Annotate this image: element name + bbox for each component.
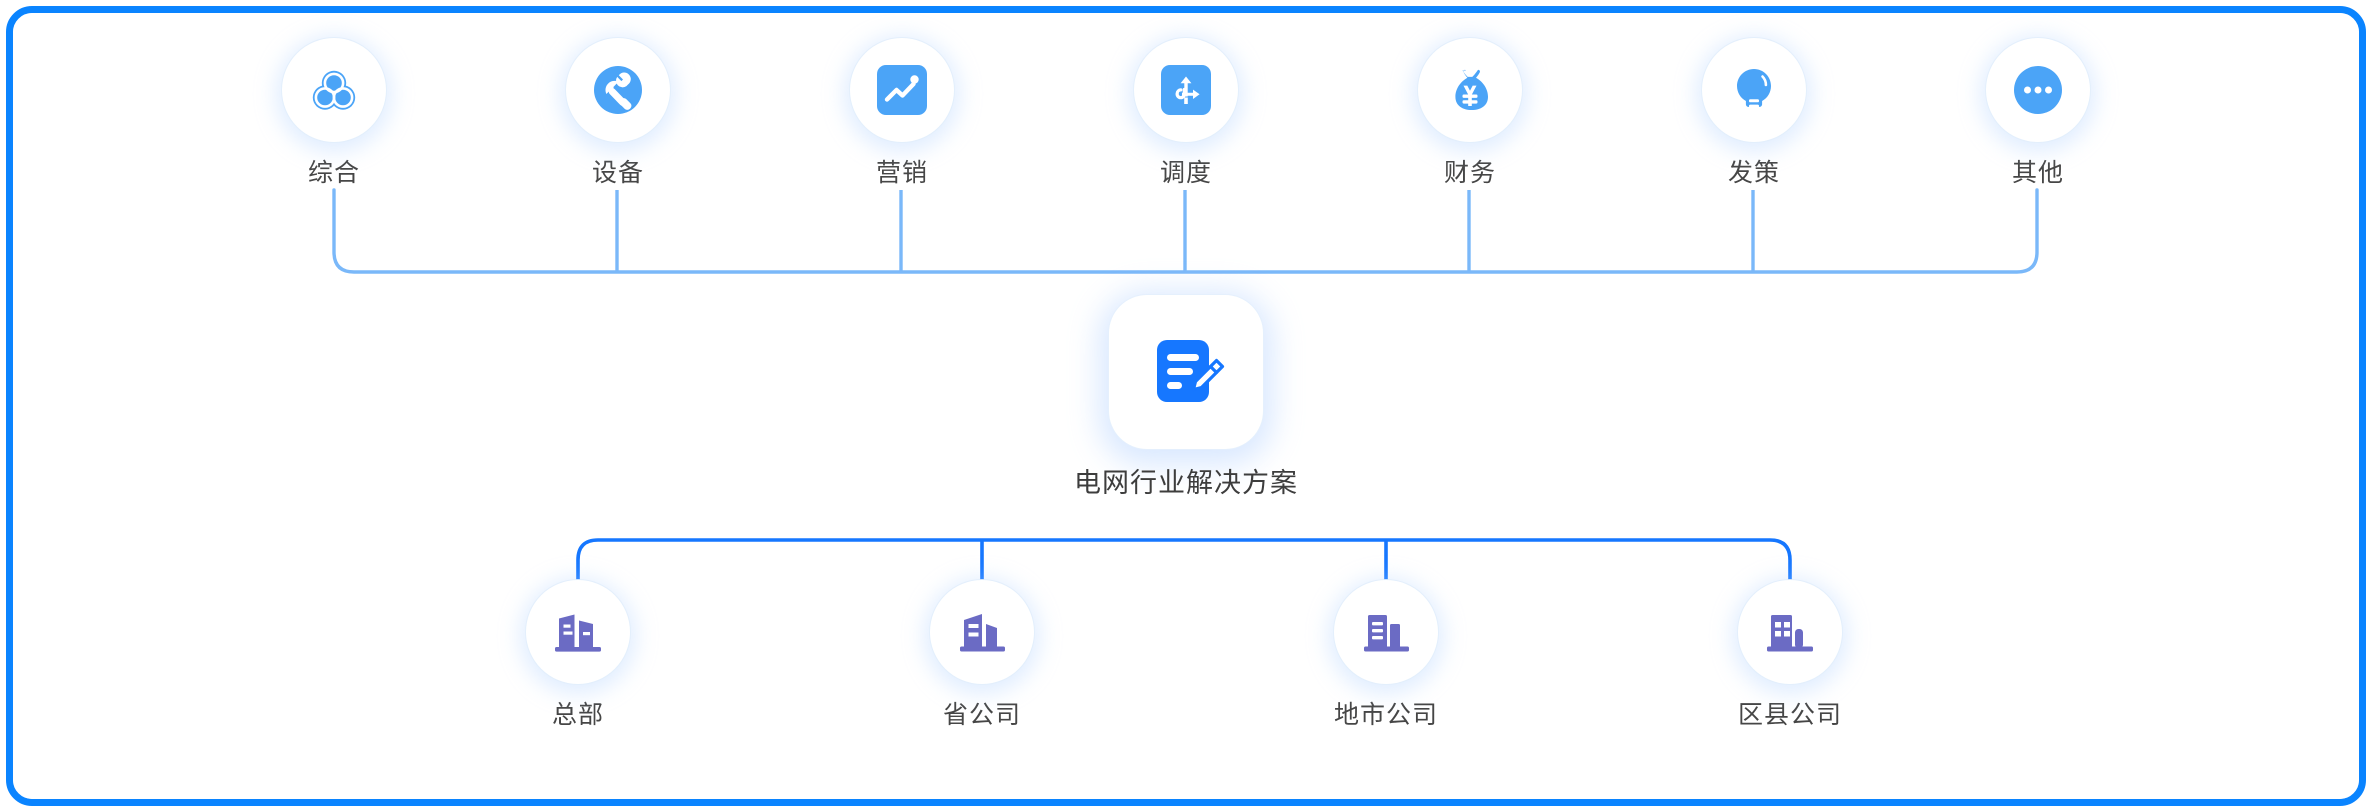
node-top-5-label: 发策 (1727, 159, 1780, 187)
node-bottom-1[interactable]: 省公司 (897, 580, 1067, 730)
node-top-0[interactable]: 综合 (249, 38, 419, 188)
node-top-3[interactable]: 调度 (1101, 38, 1271, 188)
node-top-4-disc[interactable] (1418, 38, 1522, 142)
trend-chart-icon (875, 63, 929, 117)
ellipsis-circle-icon (2010, 62, 2066, 118)
node-top-4[interactable]: 财务 (1385, 38, 1555, 188)
city-building-icon (1357, 603, 1415, 661)
node-top-3-disc[interactable] (1134, 38, 1238, 142)
node-top-6-disc[interactable] (1986, 38, 2090, 142)
headquarters-building-icon (549, 603, 607, 661)
node-top-3-label: 调度 (1159, 159, 1212, 187)
node-top-0-disc[interactable] (282, 38, 386, 142)
node-center[interactable]: 电网行业解决方案 (1056, 295, 1316, 499)
node-bottom-3[interactable]: 区县公司 (1705, 580, 1875, 730)
node-top-1-disc[interactable] (566, 38, 670, 142)
node-bottom-2[interactable]: 地市公司 (1301, 580, 1471, 730)
node-bottom-2-disc[interactable] (1334, 580, 1438, 684)
venn-circles-icon (306, 62, 362, 118)
node-top-2[interactable]: 营销 (817, 38, 987, 188)
wrench-icon (588, 60, 648, 120)
node-top-0-label: 综合 (307, 159, 360, 187)
node-top-1-label: 设备 (591, 159, 644, 187)
money-bag-yuan-icon (1441, 61, 1499, 119)
node-top-1[interactable]: 设备 (533, 38, 703, 188)
node-bottom-1-disc[interactable] (930, 580, 1034, 684)
node-bottom-1-label: 省公司 (942, 701, 1021, 729)
node-top-4-label: 财务 (1443, 159, 1496, 187)
node-bottom-3-label: 区县公司 (1737, 701, 1842, 729)
node-top-2-label: 营销 (875, 159, 928, 187)
node-center-tile[interactable] (1109, 295, 1263, 449)
bottom-connector-lines (0, 520, 2372, 630)
node-top-2-disc[interactable] (850, 38, 954, 142)
province-building-icon (953, 603, 1011, 661)
node-top-6[interactable]: 其他 (1953, 38, 2123, 188)
node-bottom-2-label: 地市公司 (1333, 701, 1438, 729)
node-top-6-label: 其他 (2011, 159, 2064, 187)
route-arrows-icon (1159, 63, 1213, 117)
node-top-5[interactable]: 发策 (1669, 38, 1839, 188)
document-edit-icon (1144, 330, 1228, 414)
node-bottom-3-disc[interactable] (1738, 580, 1842, 684)
node-bottom-0-label: 总部 (551, 701, 604, 729)
lightbulb-icon (1726, 62, 1782, 118)
node-bottom-0-disc[interactable] (526, 580, 630, 684)
county-building-icon (1761, 603, 1819, 661)
node-center-label: 电网行业解决方案 (1074, 468, 1298, 498)
node-top-5-disc[interactable] (1702, 38, 1806, 142)
node-bottom-0[interactable]: 总部 (493, 580, 663, 730)
